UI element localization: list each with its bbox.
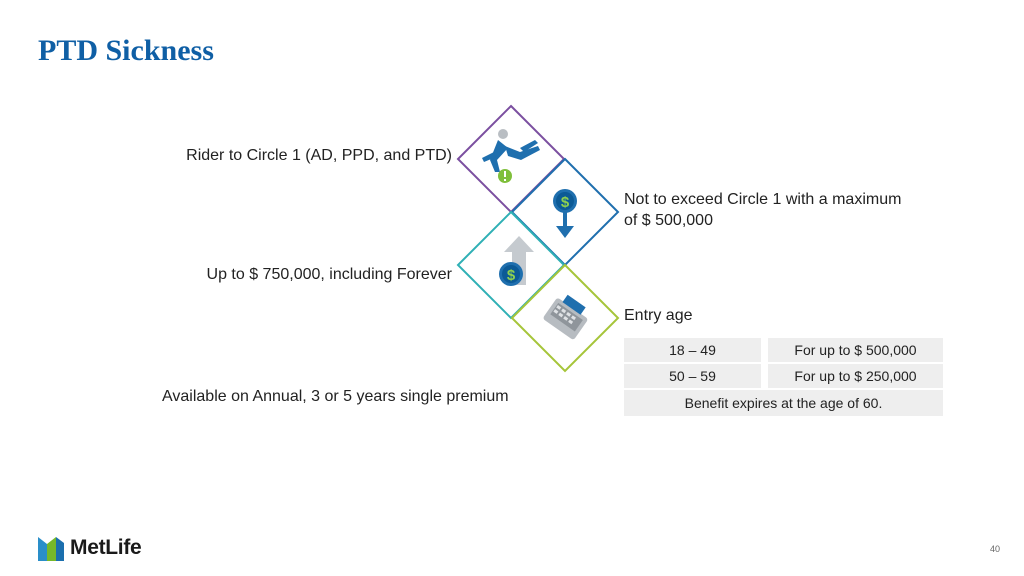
limit-text-line1: Not to exceed Circle 1 with a maximum [624, 191, 902, 208]
table-footer-expiry: Benefit expires at the age of 60. [624, 390, 943, 416]
metlife-logo: MetLife [38, 535, 142, 561]
premium-text: Available on Annual, 3 or 5 years single… [162, 388, 509, 405]
dollar-up-icon: $ [456, 210, 566, 320]
slide-title: PTD Sickness [38, 34, 214, 67]
rider-text: Rider to Circle 1 (AD, PPD, and PTD) [186, 147, 452, 164]
metlife-logo-text: MetLife [70, 536, 142, 559]
coverage-text: Up to $ 750,000, including Forever [206, 266, 452, 283]
svg-text:$: $ [507, 267, 516, 284]
table-cell-coverage-row1: For up to $ 500,000 [768, 338, 943, 362]
table-cell-coverage-row2: For up to $ 250,000 [768, 364, 943, 388]
metlife-logo-icon [38, 537, 64, 561]
svg-text:$: $ [561, 194, 570, 211]
dollar-down-icon: $ [510, 157, 620, 267]
entry-age-label: Entry age [624, 307, 693, 324]
slipping-person-icon [456, 104, 566, 214]
table-cell-age-row1: 18 – 49 [624, 338, 761, 362]
page-number: 40 [989, 544, 1000, 554]
cash-register-icon [510, 263, 620, 373]
table-cell-age-row2: 50 – 59 [624, 364, 761, 388]
limit-text-line2: of $ 500,000 [624, 212, 713, 229]
